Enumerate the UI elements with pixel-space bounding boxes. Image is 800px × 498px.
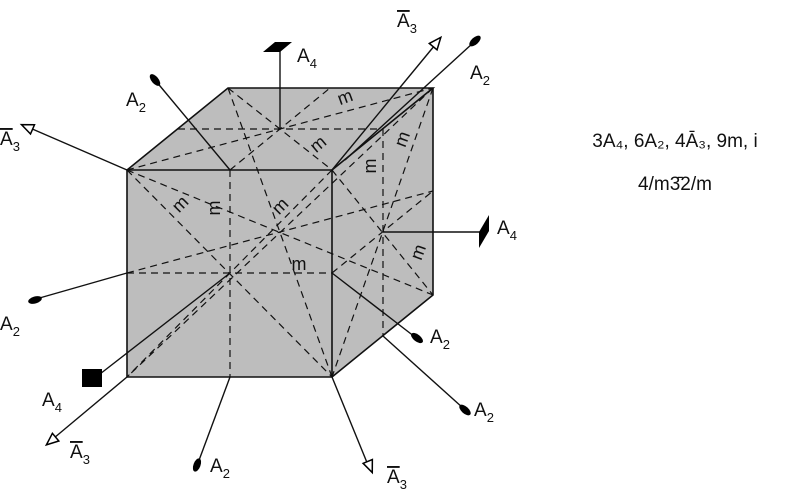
axis-label-a2: A2 [430, 327, 450, 352]
threefold-rotoinversion-triangle-icon [44, 431, 61, 447]
axis-label-a3: A3 [0, 129, 20, 154]
top-edges [126, 87, 436, 171]
axis-label-a4: A4 [497, 218, 517, 243]
twofold-axis-oval-icon [469, 35, 481, 47]
axis-fold-subscript: 3 [83, 452, 90, 467]
fourfold-axis-square-icon [82, 369, 102, 387]
right-edges [331, 88, 434, 378]
axis-label-a2: A2 [474, 400, 494, 425]
axis-fold-subscript: 3 [13, 139, 20, 154]
axis-label-a2: A2 [0, 314, 20, 339]
axis-fold-subscript: 2 [13, 324, 20, 339]
axis-fold-subscript: 4 [510, 228, 517, 243]
axis-label-a2: A2 [126, 90, 146, 115]
axis-label-a2: A2 [470, 63, 490, 88]
mirror-plane-label: m [335, 85, 356, 109]
symmetry-axis-line-a4 [99, 272, 231, 375]
symmetry-axis-line-a2 [331, 272, 416, 338]
symmetry-axes [19, 35, 489, 475]
mirror-plane-label: m [360, 159, 380, 174]
mirror-plane-label: m [406, 242, 430, 263]
symmetry-axis-line-a2 [154, 79, 231, 171]
mirror-trace-line [331, 169, 434, 296]
threefold-rotoinversion-triangle-icon [19, 123, 36, 136]
axis-fold-subscript: 2 [139, 100, 146, 115]
axis-symbol: A [42, 390, 55, 411]
symmetry-axis-line-a2 [382, 335, 464, 409]
twofold-axis-oval-icon [149, 74, 161, 86]
twofold-axis-oval-icon [459, 404, 471, 416]
axis-symbol: A [0, 314, 13, 335]
axis-symbol: A [297, 46, 310, 67]
symmetry-axis-line-a3 [29, 127, 128, 171]
axis-symbol: A [126, 90, 139, 111]
axis-symbol: A [387, 467, 400, 488]
symmetry-axis-line-a3 [331, 44, 436, 171]
axis-fold-subscript: 2 [223, 466, 230, 481]
mirror-trace-line [331, 87, 434, 378]
symmetry-axis-line-a3 [53, 376, 128, 439]
axis-fold-subscript: 2 [487, 410, 494, 425]
axis-label-a3: A3 [387, 467, 407, 492]
threefold-rotoinversion-triangle-icon [427, 35, 443, 52]
axis-symbol: A [210, 456, 223, 477]
axis-label-a4: A4 [297, 46, 317, 71]
mirror-trace-line [331, 190, 434, 274]
fourfold-axis-flag-icon [479, 215, 489, 248]
symmetry-axis-line-a2 [344, 42, 474, 161]
axis-symbol: A [397, 11, 410, 32]
axis-fold-subscript: 4 [310, 56, 317, 71]
mirror-trace-line [227, 87, 333, 378]
axis-fold-subscript: 4 [55, 400, 62, 415]
point-group-symbol: 4/m3̄2/m [638, 174, 712, 195]
threefold-rotoinversion-triangle-icon [361, 458, 374, 475]
axis-symbol: A [474, 400, 487, 421]
axis-symbol: A [470, 63, 483, 84]
axis-label-a4: A4 [42, 390, 62, 415]
axis-symbol: A [430, 327, 443, 348]
twofold-axis-oval-icon [28, 296, 42, 304]
symmetry-axis-line-a2 [197, 376, 231, 464]
mirror-plane-label: m [292, 254, 307, 274]
axis-fold-subscript: 2 [443, 337, 450, 352]
mirror-trace-line [126, 190, 434, 274]
axis-symbol: A [497, 218, 510, 239]
axis-fold-subscript: 3 [410, 21, 417, 36]
axis-label-a3: A3 [70, 442, 90, 467]
twofold-axis-oval-icon [192, 458, 202, 472]
symmetry-axis-line-a3 [331, 376, 369, 466]
axis-fold-subscript: 2 [483, 73, 490, 88]
axis-fold-subscript: 3 [400, 477, 407, 492]
axis-symbol: A [0, 129, 13, 150]
symmetry-elements-formula: 3A₄, 6A₂, 4Ā₃, 9m, i [592, 131, 757, 152]
mirror-plane-label: m [390, 129, 414, 150]
symmetry-axis-line-a2 [35, 272, 128, 300]
axis-symbol: A [70, 442, 83, 463]
axis-label-a3: A3 [397, 11, 417, 36]
fourfold-axis-flag-icon [263, 42, 292, 52]
twofold-axis-oval-icon [411, 332, 423, 344]
axis-label-a2: A2 [210, 456, 230, 481]
mirror-plane-label: m [204, 201, 224, 216]
